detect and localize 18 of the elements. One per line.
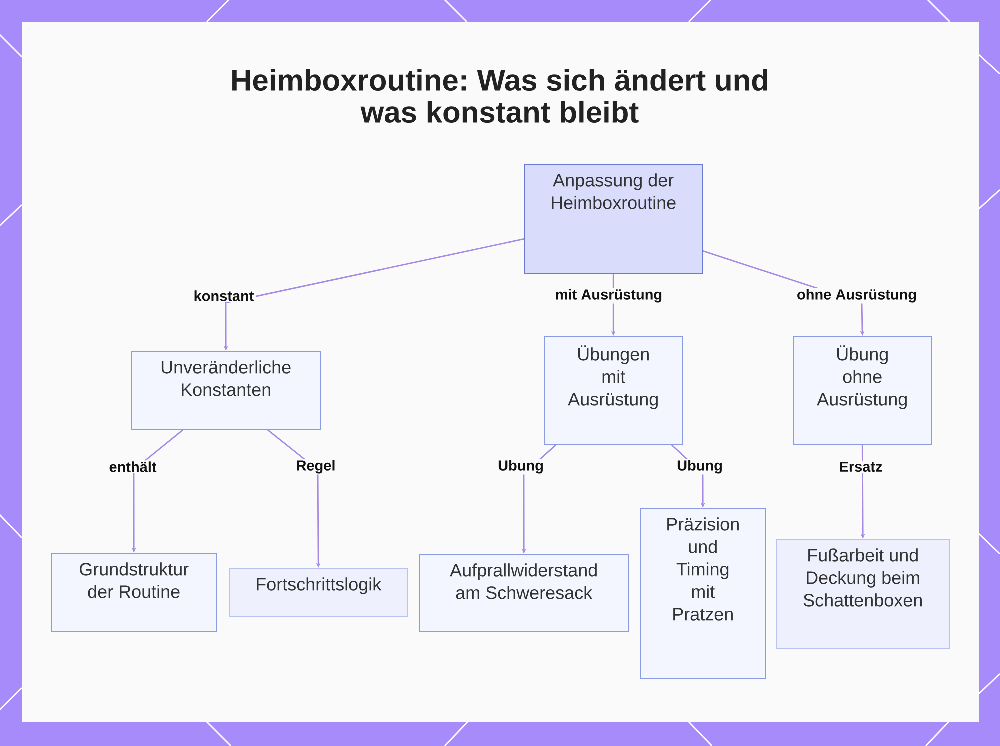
edge-label: enthält [107,460,159,474]
concept-box: Übung ohne Ausrüstung [793,336,932,446]
concept-box: Aufprallwiderstand am Schweresack [419,554,630,632]
title: Heimboxroutine: Was sich ändert und was konstant bleibt [232,68,768,124]
edge-label: Ersatz [837,460,885,474]
concept-box: Grundstruktur der Routine [51,553,218,632]
concept-box: Fußarbeit und Deckung beim Schattenboxen [776,539,950,650]
concept-box: Übungen mit Ausrüstung [544,336,684,446]
edge-label: Ubung [675,459,725,475]
edge-label: mit Ausrüstung [553,288,665,304]
edge-label: konstant [192,290,256,302]
edge-label: Ubung [496,459,546,475]
concept-box: Unveränderliche Konstanten [131,351,322,430]
concept-box: Anpassung der Heimboxroutine [524,164,704,274]
concept-box: Präzision und Timing mit Pratzen [640,508,766,680]
edge-label: Regel [294,459,338,475]
concept-box: Fortschrittslogik [229,568,408,618]
edge-label: ohne Ausrüstung [795,288,920,304]
